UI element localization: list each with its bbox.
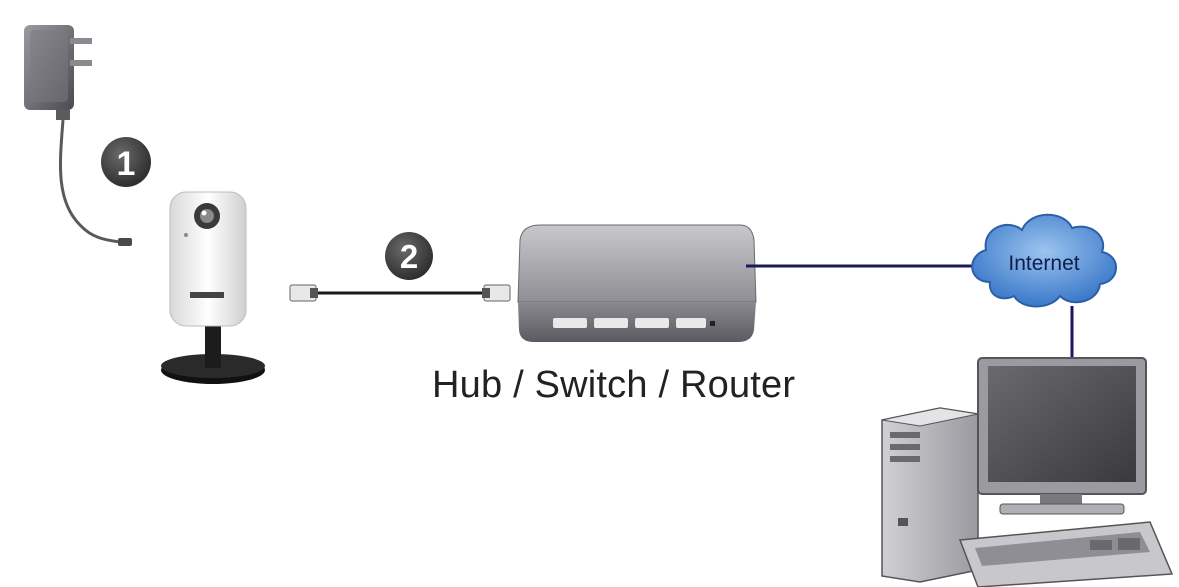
step-2-number: 2	[400, 238, 418, 275]
internet-cloud-icon: Internet	[971, 213, 1117, 308]
desktop-computer-icon	[881, 357, 1174, 587]
step-1-number: 1	[117, 145, 136, 183]
step-2-badge: 2	[385, 232, 433, 280]
internet-label: Internet	[1008, 252, 1079, 275]
ip-camera-icon	[161, 191, 265, 384]
step-1-badge: 1	[101, 137, 151, 187]
ethernet-cable-icon	[289, 284, 511, 302]
router-icon	[517, 224, 757, 342]
power-adapter-icon	[24, 25, 132, 246]
router-label: Hub / Switch / Router	[432, 364, 796, 406]
